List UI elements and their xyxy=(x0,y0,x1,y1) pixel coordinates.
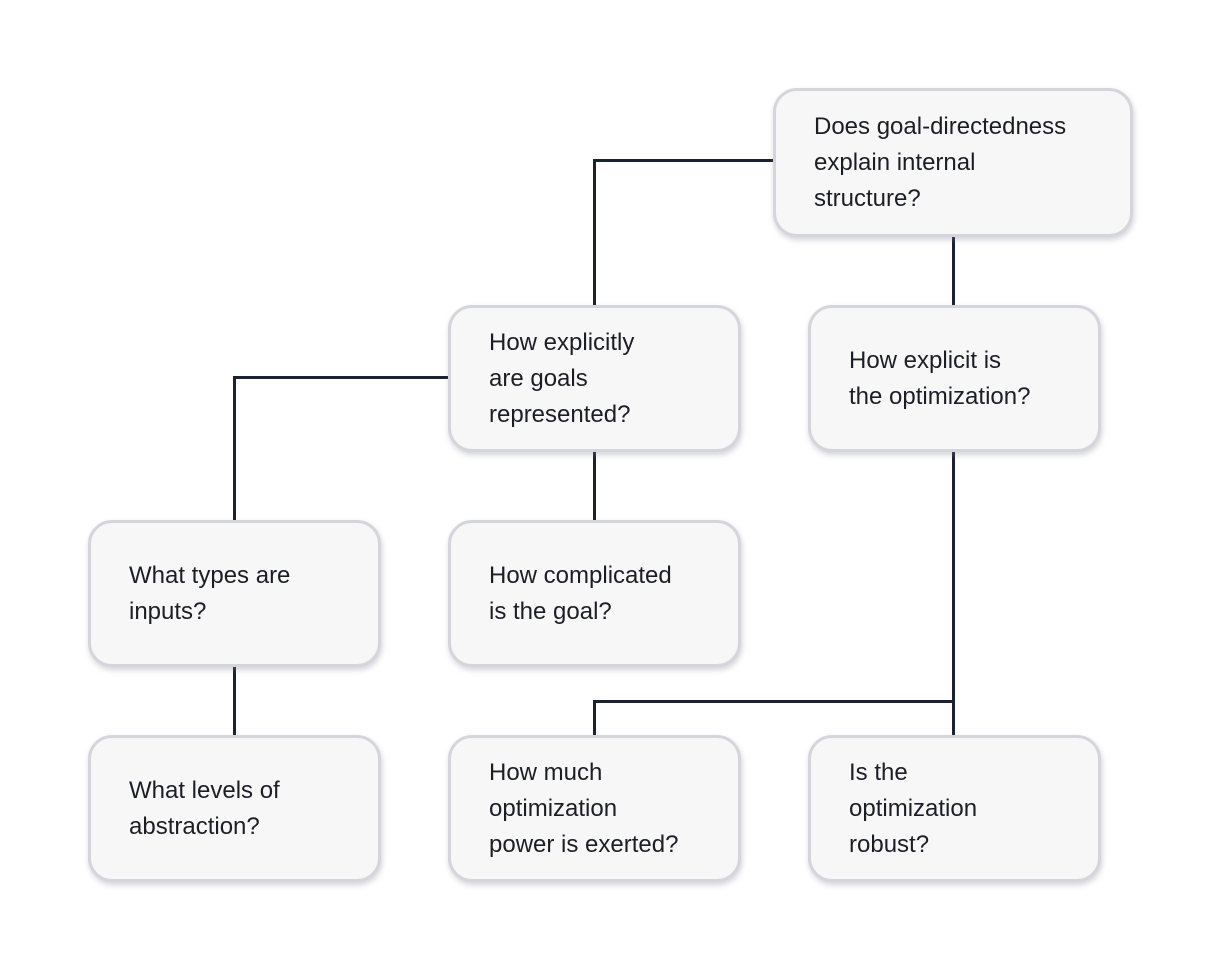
node-optimization-power-label: How much optimization power is exerted? xyxy=(489,758,679,858)
connector-internal-structure-to-goal-explicitness-v xyxy=(593,159,596,307)
connector-goal-explicitness-to-goal-complexity xyxy=(593,450,596,522)
connector-branch-to-optimization-power-v xyxy=(593,700,596,737)
node-goal-explicitness-label: How explicitly are goals represented? xyxy=(489,328,635,428)
node-abstraction-levels: What levels of abstraction? xyxy=(88,735,381,882)
node-goal-complexity-label: How complicated is the goal? xyxy=(489,561,672,625)
node-abstraction-levels-label: What levels of abstraction? xyxy=(129,776,280,840)
node-input-types-label: What types are inputs? xyxy=(129,561,291,625)
connector-optimization-explicitness-to-robustness xyxy=(952,450,955,737)
node-input-types: What types are inputs? xyxy=(88,520,381,667)
node-optimization-robustness-label: Is the optimization robust? xyxy=(849,758,978,858)
connector-input-types-to-abstraction-levels xyxy=(233,665,236,737)
node-goal-complexity: How complicated is the goal? xyxy=(448,520,741,667)
node-optimization-power: How much optimization power is exerted? xyxy=(448,735,741,882)
node-internal-structure: Does goal-directedness explain internal … xyxy=(773,88,1133,237)
connector-internal-structure-to-optimization-explicitness xyxy=(952,235,955,307)
connector-branch-to-optimization-power-h xyxy=(593,700,955,703)
connector-internal-structure-to-goal-explicitness-h xyxy=(593,159,773,162)
node-optimization-explicitness-label: How explicit is the optimization? xyxy=(849,346,1031,410)
connector-goal-explicitness-to-input-types-h xyxy=(233,376,449,379)
node-optimization-robustness: Is the optimization robust? xyxy=(808,735,1101,882)
node-internal-structure-label: Does goal-directedness explain internal … xyxy=(814,112,1067,212)
node-optimization-explicitness: How explicit is the optimization? xyxy=(808,305,1101,452)
connector-goal-explicitness-to-input-types-v xyxy=(233,376,236,522)
node-goal-explicitness: How explicitly are goals represented? xyxy=(448,305,741,452)
